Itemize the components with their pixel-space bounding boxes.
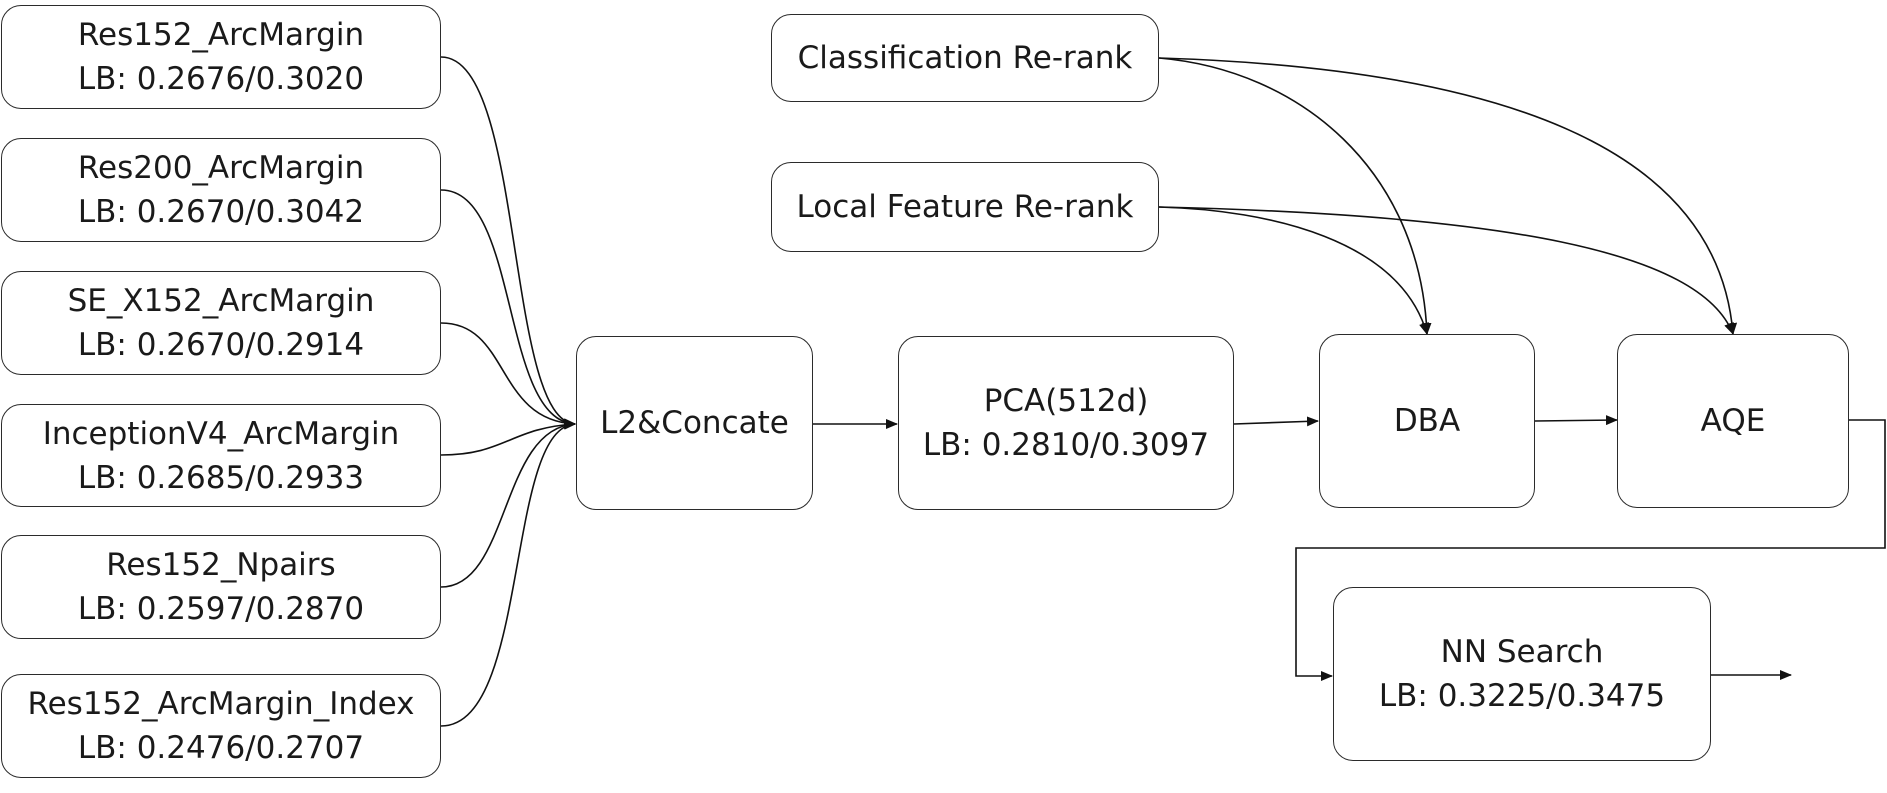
pca-score: LB: 0.2810/0.3097 xyxy=(922,427,1210,463)
edge-inceptionv4-arcmargin-to-concat xyxy=(440,419,576,456)
model-score: LB: 0.2670/0.2914 xyxy=(77,327,365,363)
edge-classification-rerank-to-aqe xyxy=(1158,57,1738,335)
model-score: LB: 0.2685/0.2933 xyxy=(77,459,365,496)
model-box-se-x152-arcmargin: SE_X152_ArcMargin LB: 0.2670/0.2914 xyxy=(1,271,441,375)
model-score: LB: 0.2597/0.2870 xyxy=(77,591,365,627)
model-name: Res152_Npairs xyxy=(106,547,336,583)
edge-local-feature-rerank-to-aqe xyxy=(1158,206,1734,335)
model-name: Res152_ArcMargin_Index xyxy=(27,686,415,722)
pca-name: PCA(512d) xyxy=(983,383,1149,419)
aqe-box: AQE xyxy=(1617,334,1849,508)
edge-res200-arcmargin-to-concat xyxy=(440,189,576,429)
local-feature-rerank-box: Local Feature Re-rank xyxy=(771,162,1159,252)
concat-box: L2&Concate xyxy=(576,336,813,510)
edge-se-x152-arcmargin-to-concat xyxy=(440,322,576,429)
model-name: Res152_ArcMargin xyxy=(77,17,365,53)
classification-rerank-box: Classification Re-rank xyxy=(771,14,1159,102)
model-box-res152-npairs: Res152_Npairs LB: 0.2597/0.2870 xyxy=(1,535,441,639)
model-box-inceptionv4-arcmargin: InceptionV4_ArcMargin LB: 0.2685/0.2933 xyxy=(1,404,441,507)
model-box-res200-arcmargin: Res200_ArcMargin LB: 0.2670/0.3042 xyxy=(1,138,441,242)
model-name: SE_X152_ArcMargin xyxy=(67,283,375,319)
dba-box: DBA xyxy=(1319,334,1535,508)
model-score: LB: 0.2676/0.3020 xyxy=(77,61,365,97)
model-score: LB: 0.2670/0.3042 xyxy=(77,194,365,230)
nn-search-box: NN Search LB: 0.3225/0.3475 xyxy=(1333,587,1711,761)
edge-dba-to-aqe xyxy=(1534,415,1618,426)
aqe-label: AQE xyxy=(1700,403,1766,439)
dba-label: DBA xyxy=(1393,403,1461,439)
classification-rerank-label: Classification Re-rank xyxy=(797,40,1133,76)
nn-search-name: NN Search xyxy=(1440,634,1604,670)
edge-pca-to-dba xyxy=(1233,416,1319,427)
edge-res152-npairs-to-concat xyxy=(440,419,576,588)
local-feature-rerank-label: Local Feature Re-rank xyxy=(796,189,1134,225)
model-score: LB: 0.2476/0.2707 xyxy=(77,730,365,766)
edge-classification-rerank-to-dba xyxy=(1158,57,1432,335)
concat-label: L2&Concate xyxy=(600,405,789,441)
model-name: InceptionV4_ArcMargin xyxy=(42,415,400,452)
edge-res152-arcmargin-to-concat xyxy=(440,56,576,429)
nn-search-score: LB: 0.3225/0.3475 xyxy=(1378,678,1666,714)
edge-res152-arcmargin-index-to-concat xyxy=(440,419,576,727)
model-name: Res200_ArcMargin xyxy=(77,150,365,186)
model-box-res152-arcmargin-index: Res152_ArcMargin_Index LB: 0.2476/0.2707 xyxy=(1,674,441,778)
edge-local-feature-rerank-to-dba xyxy=(1158,206,1429,335)
edge-aqe-to-nn-search xyxy=(1295,419,1886,681)
model-box-res152-arcmargin: Res152_ArcMargin LB: 0.2676/0.3020 xyxy=(1,5,441,109)
pca-box: PCA(512d) LB: 0.2810/0.3097 xyxy=(898,336,1234,510)
